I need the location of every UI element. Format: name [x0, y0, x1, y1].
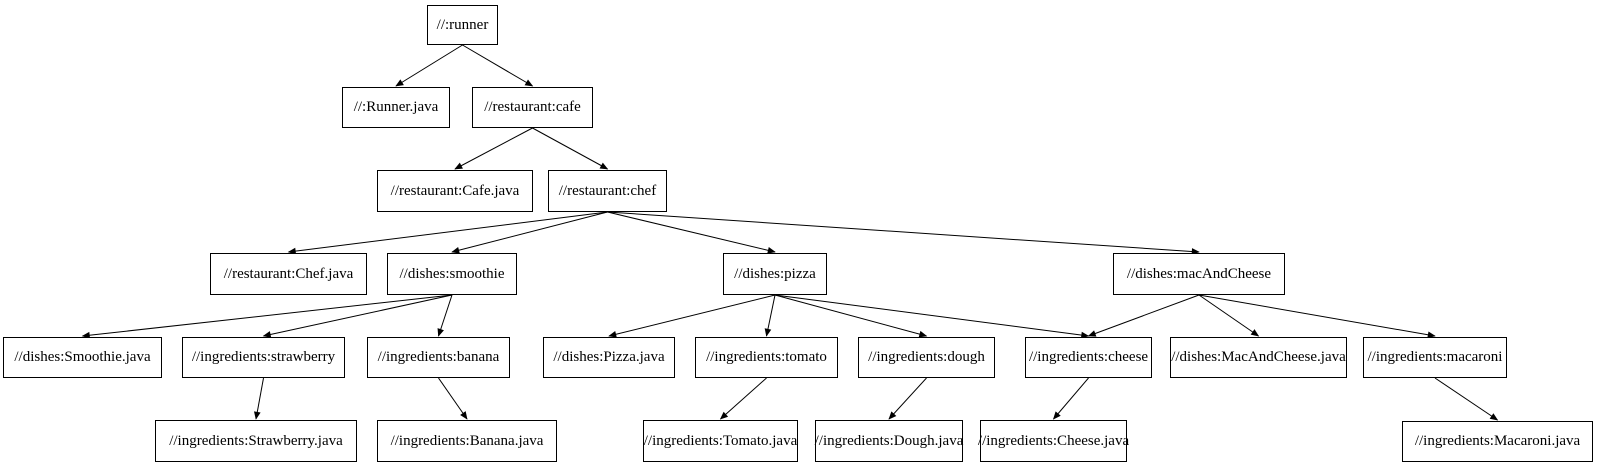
node-cheese: //ingredients:cheese — [1025, 337, 1152, 378]
edge-runner-to-cafe — [462, 44, 534, 87]
edge-macandcheese-to-macaroni — [1198, 294, 1436, 339]
node-dough_java: //ingredients:Dough.java — [815, 420, 963, 462]
edge-smoothie-to-strawberry — [262, 294, 453, 338]
node-dough: //ingredients:dough — [858, 337, 995, 378]
edge-cafe-to-cafe_java — [454, 127, 533, 170]
edge-runner-to-runner_java — [395, 44, 463, 87]
edge-dough-to-dough_java — [888, 377, 927, 420]
node-banana: //ingredients:banana — [367, 337, 510, 378]
node-tomato_java: //ingredients:Tomato.java — [643, 420, 798, 462]
edge-cafe-to-chef — [532, 127, 609, 170]
edge-pizza-to-pizza_java — [608, 294, 776, 338]
node-chef: //restaurant:chef — [548, 170, 667, 212]
edge-macandcheese-to-cheese — [1087, 294, 1200, 337]
node-smoothie: //dishes:smoothie — [387, 253, 517, 295]
node-tomato: //ingredients:tomato — [695, 337, 838, 378]
node-banana_java: //ingredients:Banana.java — [377, 420, 557, 462]
node-cafe_java: //restaurant:Cafe.java — [377, 170, 533, 212]
node-macaroni_java: //ingredients:Macaroni.java — [1402, 421, 1593, 462]
edge-chef-to-smoothie — [451, 211, 608, 254]
node-strawberry: //ingredients:strawberry — [182, 337, 345, 378]
edge-chef-to-chef_java — [287, 211, 608, 255]
edges — [81, 44, 1499, 421]
edge-smoothie-to-smoothie_java — [81, 294, 453, 339]
node-pizza: //dishes:pizza — [723, 253, 827, 295]
node-macaroni: //ingredients:macaroni — [1363, 337, 1507, 378]
edge-cheese-to-cheese_java — [1052, 377, 1089, 420]
node-runner_java: //:Runner.java — [342, 87, 450, 128]
node-pizza_java: //dishes:Pizza.java — [543, 337, 675, 378]
node-chef_java: //restaurant:Chef.java — [210, 253, 367, 295]
edge-chef-to-pizza — [607, 211, 776, 254]
edge-tomato-to-tomato_java — [719, 377, 767, 420]
node-cheese_java: //ingredients:Cheese.java — [978, 420, 1129, 462]
edge-pizza-to-cheese — [774, 294, 1090, 339]
node-strawberry_java: //ingredients:Strawberry.java — [155, 420, 357, 462]
edge-strawberry-to-strawberry_java — [253, 377, 264, 420]
edge-smoothie-to-banana — [437, 294, 453, 337]
edge-pizza-to-tomato — [764, 294, 776, 337]
edge-macandcheese-to-macandcheese_java — [1198, 294, 1260, 337]
edge-pizza-to-dough — [774, 294, 928, 338]
edge-macaroni-to-macaroni_java — [1434, 377, 1499, 421]
node-cafe: //restaurant:cafe — [472, 87, 593, 128]
edge-chef-to-macandcheese — [607, 211, 1200, 255]
node-runner: //:runner — [427, 5, 498, 45]
node-macandcheese: //dishes:macAndCheese — [1113, 253, 1285, 295]
node-smoothie_java: //dishes:Smoothie.java — [3, 337, 162, 378]
edge-banana-to-banana_java — [438, 377, 468, 420]
node-macandcheese_java: //dishes:MacAndCheese.java — [1170, 337, 1347, 378]
